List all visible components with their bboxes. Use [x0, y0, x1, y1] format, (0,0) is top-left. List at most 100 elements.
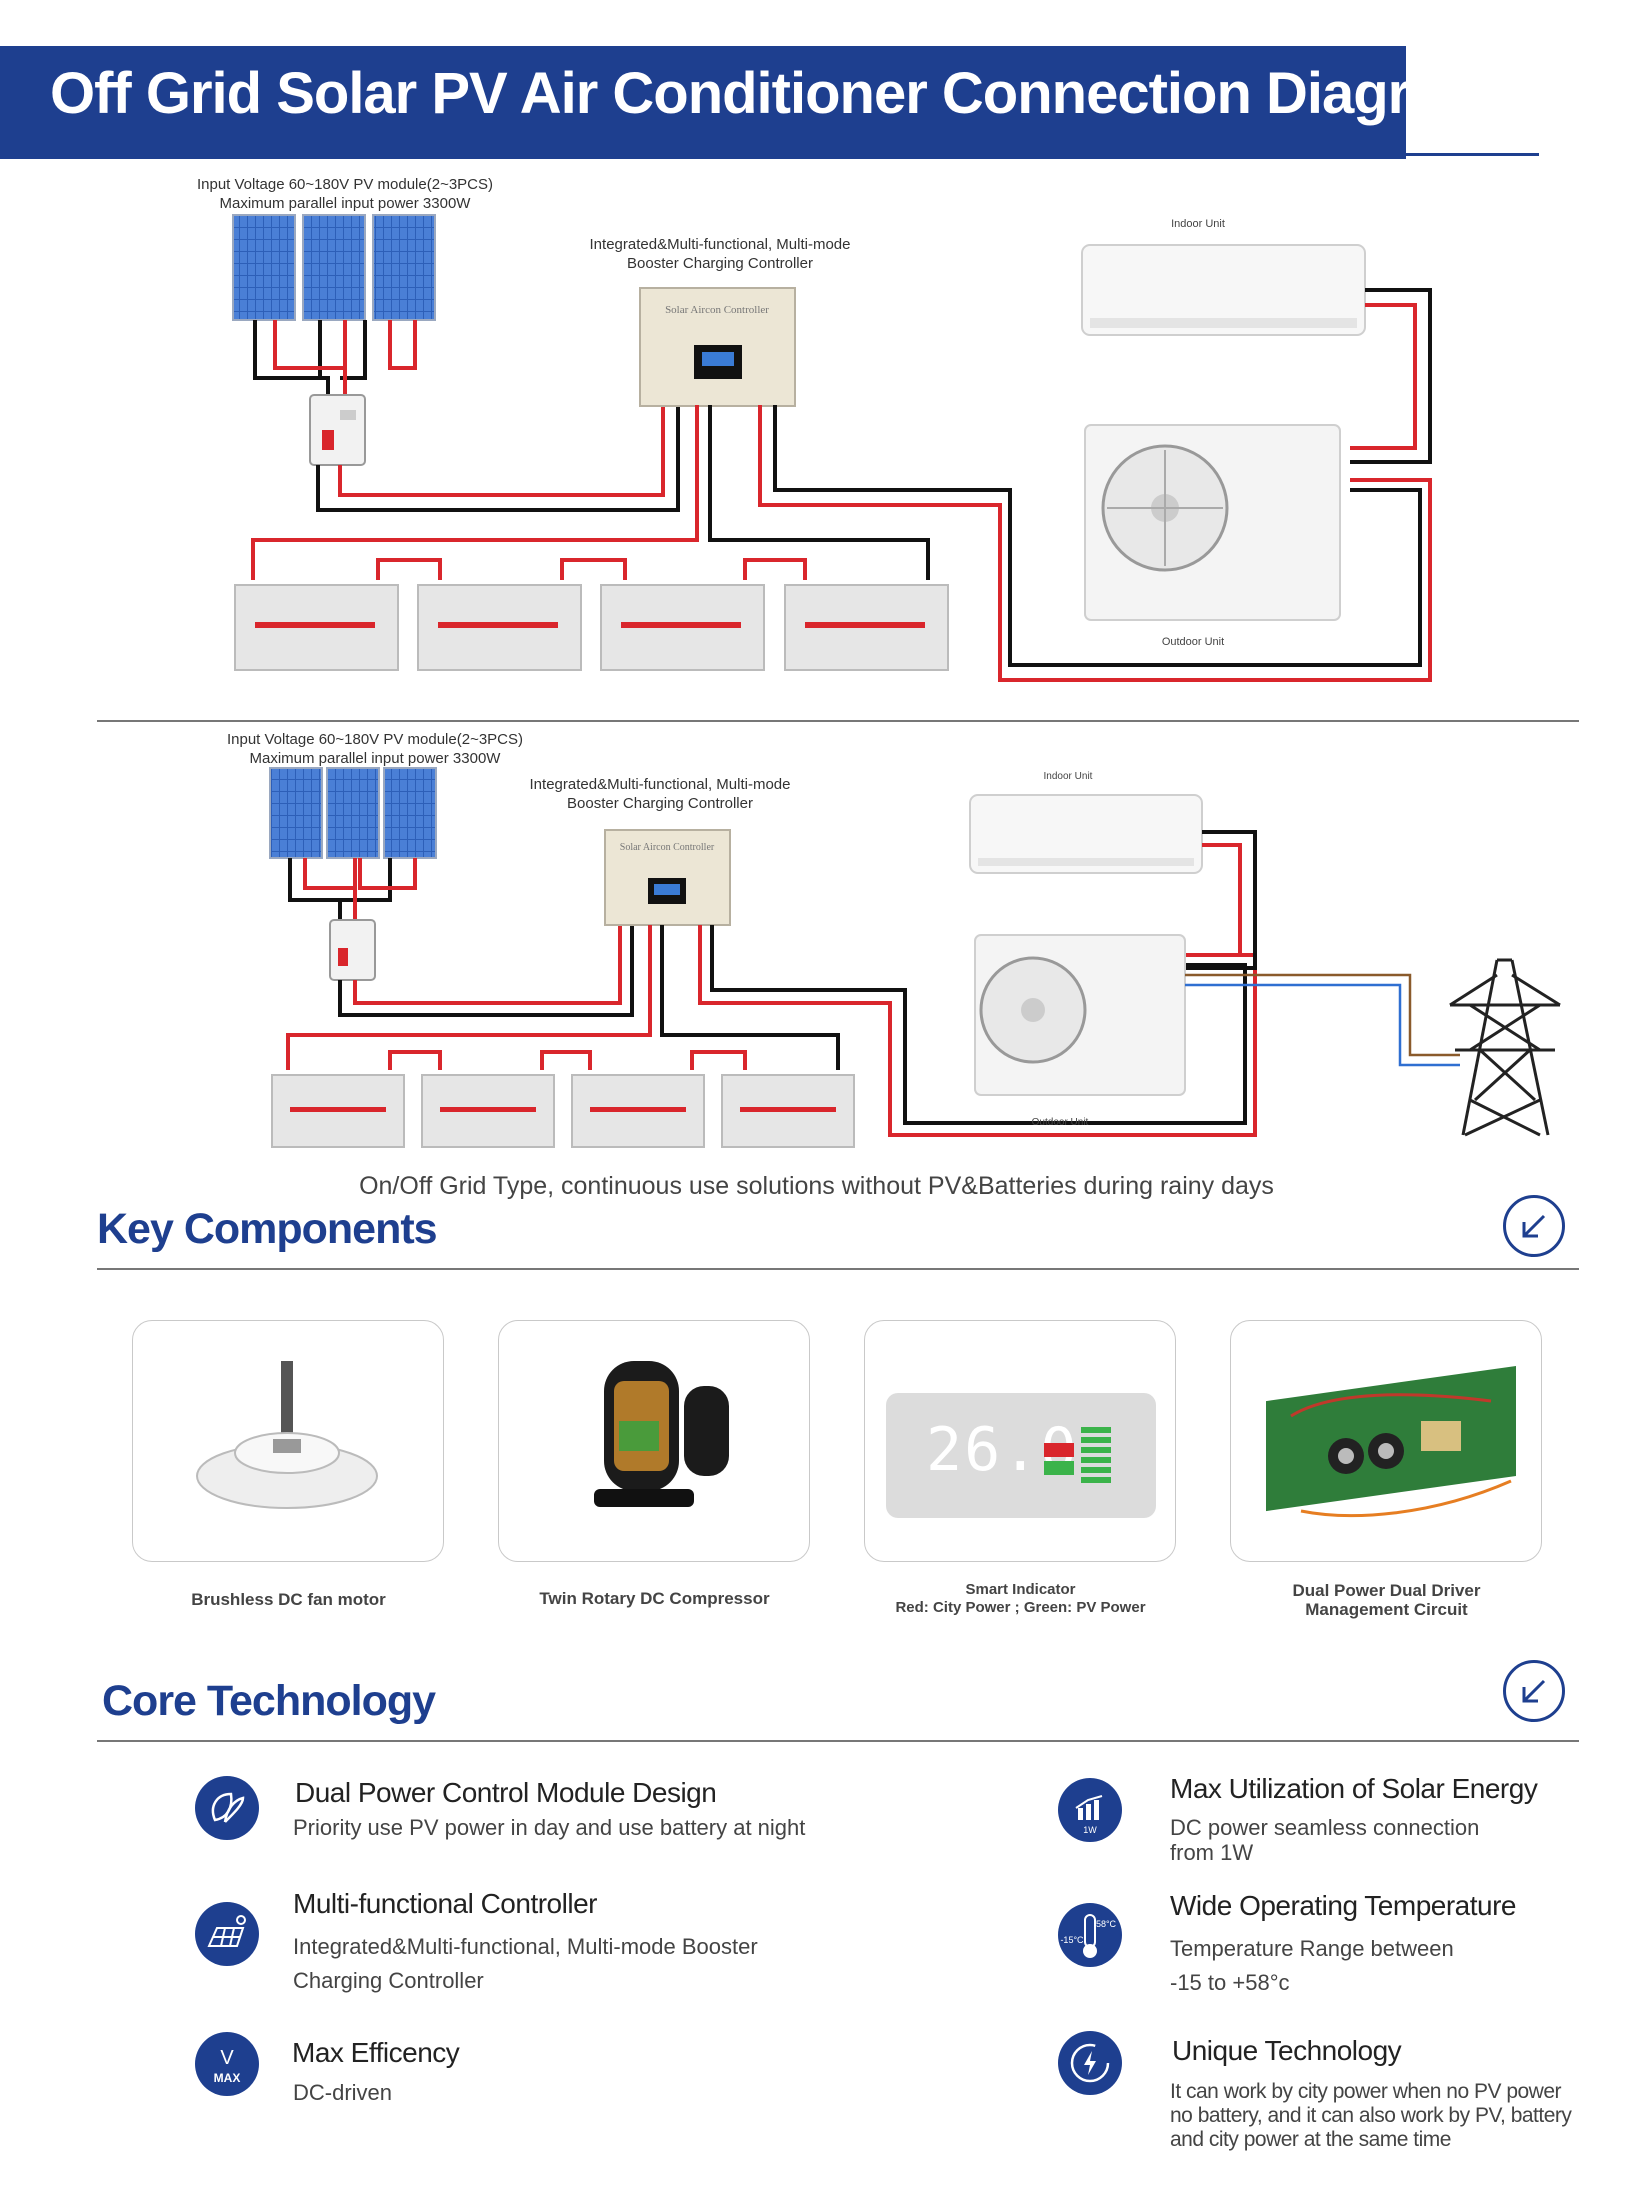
controller-caption-line2: Booster Charging Controller — [567, 795, 753, 812]
indoor-unit-1 — [1081, 244, 1366, 336]
icon-text-low: -15°C — [1060, 1935, 1084, 1945]
arrow-down-left-icon[interactable] — [1503, 1195, 1565, 1257]
component-card-fan-motor — [132, 1320, 444, 1562]
connection-diagram-1: Solar Aircon Controller Indoor Unit — [232, 214, 1432, 682]
card-label-line1: Smart Indicator — [965, 1581, 1076, 1598]
core-technology-divider — [97, 1740, 1579, 1742]
feature-desc-line: -15 to +58°c — [1170, 1970, 1290, 1995]
feature-title: Dual Power Control Module Design — [295, 1777, 717, 1808]
battery-bank-2 — [271, 1074, 855, 1148]
outdoor-unit-2 — [974, 934, 1186, 1096]
indicator-display-panel: 26.0 — [886, 1393, 1156, 1518]
feature-title: Multi-functional Controller — [293, 1888, 597, 1919]
card-label-fan-motor: Brushless DC fan motor — [191, 1590, 386, 1609]
circuit-breaker-1 — [309, 394, 366, 466]
compressor-icon — [594, 1361, 729, 1507]
pv-panel — [269, 767, 323, 859]
page-title: Off Grid Solar PV Air Conditioner Connec… — [50, 61, 1492, 126]
component-card-compressor — [498, 1320, 810, 1562]
red-indicator-bar — [1044, 1443, 1074, 1457]
pv-caption-2: Input Voltage 60~180V PV module(2~3PCS) … — [210, 730, 540, 768]
component-card-smart-indicator: 26.0 — [864, 1320, 1176, 1562]
pv-panel — [383, 767, 437, 859]
pv-wires-1 — [253, 320, 417, 395]
diagram-subtitle: On/Off Grid Type, continuous use solutio… — [359, 1172, 1274, 1200]
solar-chart-icon: 1W — [1058, 1778, 1122, 1842]
feature-desc: Integrated&Multi-functional, Multi-mode … — [293, 1930, 758, 1998]
pv-panel — [372, 214, 436, 321]
feature-title: Max Utilization of Solar Energy — [1170, 1773, 1538, 1804]
breaker-controller-wires-1 — [316, 405, 680, 512]
pv-caption-line1: Input Voltage 60~180V PV module(2~3PCS) — [196, 176, 494, 193]
solar-controller-2 — [604, 829, 731, 926]
title-banner — [0, 46, 1406, 159]
solar-panel-icon — [195, 1902, 259, 1966]
power-cycle-icon — [1058, 2031, 1122, 2095]
diagram-divider — [97, 720, 1579, 722]
feature-desc: DC-driven — [293, 2080, 393, 2105]
level-bars-icon — [1081, 1427, 1111, 1487]
outdoor-unit-label: Outdoor Unit — [1162, 636, 1224, 648]
max-icon: V MAX — [195, 2032, 259, 2096]
component-card-circuit-board — [1230, 1320, 1542, 1562]
feature-desc-line: Charging Controller — [293, 1968, 484, 1993]
key-components-divider — [97, 1268, 1579, 1270]
icon-text-high: 58°C — [1096, 1919, 1117, 1929]
grid-wires — [1185, 973, 1460, 1067]
circuit-board-icon — [1266, 1365, 1516, 1518]
icon-text-bottom: MAX — [214, 2071, 241, 2085]
core-technology-title: Core Technology — [102, 1677, 436, 1725]
transmission-tower-icon — [1449, 958, 1561, 1137]
pv-panel — [302, 214, 366, 321]
battery-wires-2 — [286, 925, 1257, 1137]
feature-title: Unique Technology — [1172, 2035, 1402, 2066]
controller-label: Solar Aircon Controller — [620, 842, 715, 853]
key-components-title: Key Components — [97, 1205, 438, 1253]
pv-caption-line1: Input Voltage 60~180V PV module(2~3PCS) — [226, 731, 524, 748]
pv-panel — [326, 767, 380, 859]
controller-caption-line1: Integrated&Multi-functional, Multi-mode — [589, 236, 851, 253]
thermometer-icon: 58°C -15°C — [1058, 1903, 1122, 1967]
indoor-unit-label: Indoor Unit — [1171, 218, 1225, 230]
feature-desc: Temperature Range between -15 to +58°c — [1170, 1932, 1454, 2000]
card-label-line2: Red: City Power ; Green: PV Power — [895, 1599, 1146, 1616]
battery-bank-1 — [234, 584, 949, 671]
icon-text-top: V — [220, 2047, 234, 2069]
outdoor-unit-label: Outdoor Unit — [1032, 1117, 1089, 1128]
pv-caption-line2: Maximum parallel input power 3300W — [219, 195, 471, 212]
solar-controller-1 — [639, 287, 796, 407]
controller-caption-line2: Booster Charging Controller — [627, 255, 813, 272]
green-indicator-bar — [1044, 1461, 1074, 1475]
pv-wires-2 — [288, 858, 417, 920]
controller-caption-line1: Integrated&Multi-functional, Multi-mode — [529, 776, 791, 793]
indoor-outdoor-wires-2 — [1185, 830, 1257, 970]
feature-desc-line: and city power at the same time — [1170, 2128, 1451, 2151]
connection-diagram-2: Solar Aircon Controller Indoor Unit Outd… — [269, 767, 1561, 1148]
pv-panel — [232, 214, 296, 321]
controller-caption-2: Integrated&Multi-functional, Multi-mode … — [500, 775, 820, 813]
battery-wires-1 — [251, 405, 1432, 682]
card-label-compressor: Twin Rotary DC Compressor — [539, 1589, 770, 1608]
feature-desc: Priority use PV power in day and use bat… — [293, 1815, 806, 1840]
controller-caption-1: Integrated&Multi-functional, Multi-mode … — [560, 235, 880, 273]
indoor-outdoor-wires-1 — [1350, 288, 1432, 464]
pv-panel-group-1 — [232, 214, 436, 321]
breaker-controller-wires-2 — [338, 925, 634, 1017]
title-banner-underline — [1406, 153, 1539, 156]
outdoor-unit-1 — [1084, 424, 1341, 621]
feature-desc: DC power seamless connection from 1W — [1170, 1815, 1479, 1865]
feature-desc-line: Integrated&Multi-functional, Multi-mode … — [293, 1934, 758, 1959]
arrow-down-left-icon[interactable] — [1503, 1660, 1565, 1722]
indoor-unit-label: Indoor Unit — [1044, 771, 1093, 782]
fan-motor-icon — [196, 1361, 378, 1509]
controller-label: Solar Aircon Controller — [665, 304, 769, 316]
feature-title: Wide Operating Temperature — [1170, 1890, 1517, 1921]
pv-caption-line2: Maximum parallel input power 3300W — [249, 750, 501, 767]
pv-panel-group-2 — [269, 767, 437, 859]
card-label-smart-indicator: Smart Indicator Red: City Power ; Green:… — [864, 1581, 1177, 1617]
indoor-unit-2 — [969, 794, 1203, 874]
feature-desc-line: no battery, and it can also work by PV, … — [1170, 2104, 1572, 2127]
card-label-circuit-board: Dual Power Dual Driver Management Circui… — [1230, 1581, 1543, 1619]
card-label-line1: Dual Power Dual Driver — [1292, 1581, 1481, 1600]
feature-desc-line: DC power seamless connection — [1170, 1815, 1480, 1840]
